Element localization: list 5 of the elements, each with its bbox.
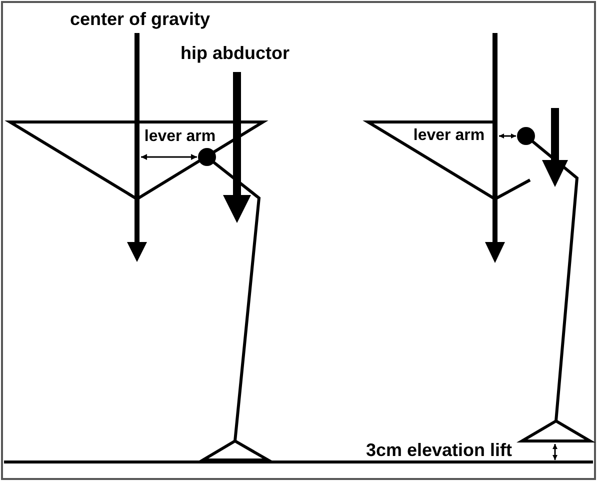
gravity-label: center of gravity: [70, 10, 210, 28]
muscle-label: hip abductor: [180, 44, 290, 62]
lever-arm-label: lever arm: [144, 129, 216, 145]
lever-arm-label: lever arm: [413, 128, 485, 144]
elevation-label: 3cm elevation lift: [366, 441, 512, 459]
